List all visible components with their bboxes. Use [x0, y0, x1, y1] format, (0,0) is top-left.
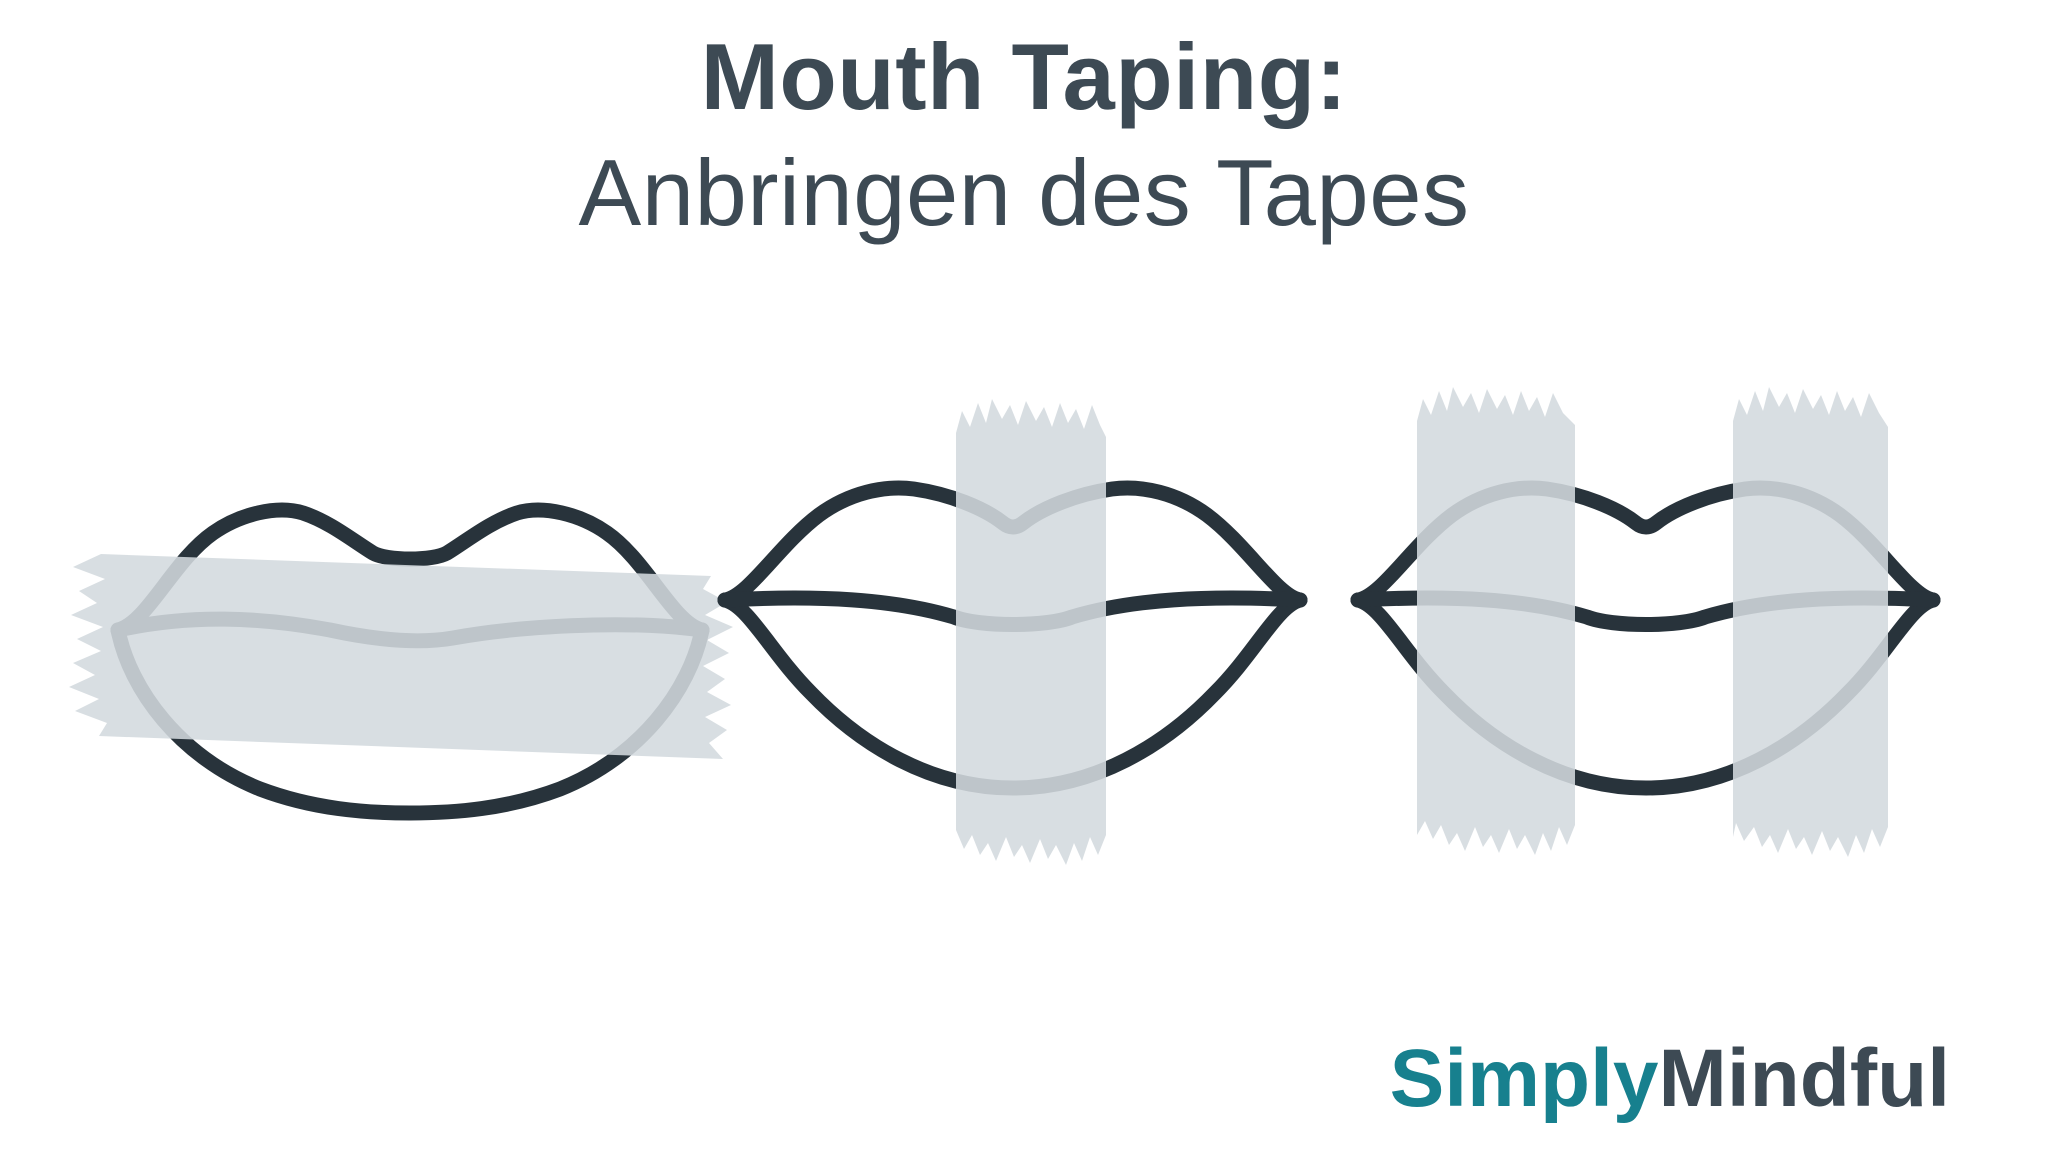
lips-center-tape-drawing [717, 399, 1308, 865]
lips-with-center-vertical-tape-illustration [700, 365, 1340, 905]
tape-strip-vertical-left [1417, 387, 1575, 855]
lips-horizontal-tape-drawing [69, 502, 733, 821]
lips-with-horizontal-tape-illustration [55, 455, 745, 865]
lips-side-tapes-drawing [1350, 387, 1941, 857]
lips-with-two-side-vertical-tapes-illustration [1333, 365, 1993, 905]
tape-strip-vertical-center [956, 399, 1106, 865]
page-title: Mouth Taping: [700, 24, 1348, 129]
brand-logo-mindful: Mindful [1658, 1033, 1950, 1124]
tape-strip-vertical-right [1733, 387, 1888, 857]
brand-logo: SimplyMindful [1390, 1038, 1950, 1120]
page-subtitle: Anbringen des Tapes [578, 140, 1470, 245]
tape-strip-horizontal [69, 554, 733, 759]
upper-lip-line [110, 502, 710, 638]
brand-logo-simply: Simply [1389, 1033, 1659, 1124]
